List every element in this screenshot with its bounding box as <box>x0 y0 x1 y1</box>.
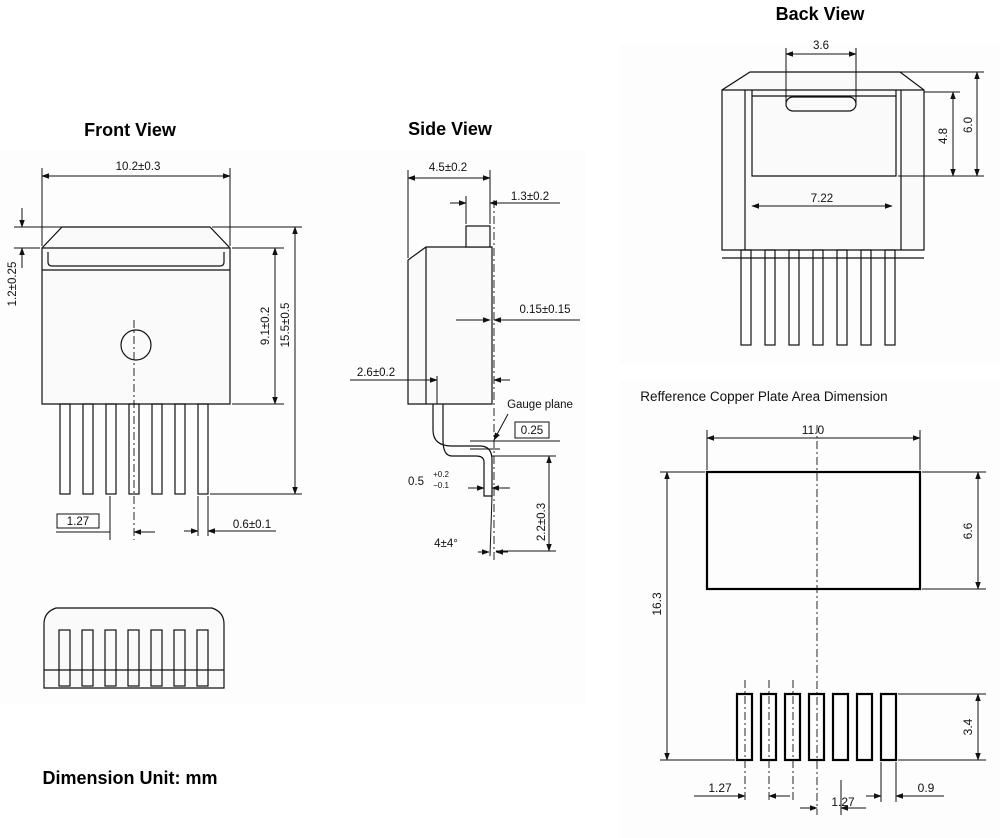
side-package-outline <box>407 225 493 497</box>
copper-title: Refference Copper Plate Area Dimension <box>640 389 887 404</box>
copper-pitch1-label: 1.27 <box>708 781 732 795</box>
copper-lead-width-label: 0.9 <box>918 781 935 795</box>
side-tab-label: 1.3±0.2 <box>511 191 549 203</box>
side-foot-label: 2.2±0.3 <box>536 503 548 541</box>
front-package-outline <box>41 226 231 405</box>
back-package-outline <box>721 71 925 251</box>
copper-panel <box>620 380 1000 838</box>
side-lead-length-label: 2.6±0.2 <box>357 367 395 379</box>
front-tab-height-label: 1.2±0.25 <box>7 262 19 307</box>
gauge-value-label: 0.25 <box>521 425 543 437</box>
side-thickness-label: 4.5±0.2 <box>429 162 467 174</box>
gauge-plane-label: Gauge plane <box>507 399 573 411</box>
copper-lead-len-label: 3.4 <box>961 718 975 735</box>
gauge-value-box <box>514 421 550 439</box>
front-body-height-label: 9.1±0.2 <box>260 307 272 345</box>
side-lead-thk-minus: −0.1 <box>433 481 449 490</box>
front-view-title: Front View <box>84 120 177 140</box>
front-bottom-view <box>43 607 225 689</box>
copper-lead-pads <box>735 692 898 762</box>
side-view-title: Side View <box>408 119 493 139</box>
back-slot-label: 3.6 <box>813 40 829 52</box>
copper-total-label: 16.3 <box>650 592 664 616</box>
side-angle-label: 4±4° <box>434 538 458 550</box>
copper-pad-height-label: 6.6 <box>961 522 975 539</box>
copper-main-pad <box>705 470 922 591</box>
back-pad-width-label: 7.22 <box>811 193 833 205</box>
front-pitch-box <box>56 513 100 529</box>
back-h2-label: 6.0 <box>963 117 975 133</box>
side-standoff-label: 0.15±0.15 <box>519 304 570 316</box>
back-view-title: Back View <box>776 4 866 24</box>
side-lead-thk-label: 0.5 <box>408 476 424 488</box>
unit-label: Dimension Unit: mm <box>42 768 217 788</box>
back-h1-label: 4.8 <box>938 128 950 144</box>
front-width-label: 10.2±0.3 <box>116 161 161 173</box>
side-view-panel <box>330 150 585 705</box>
side-lead-thk-plus: +0.2 <box>433 470 449 479</box>
front-lead-width-label: 0.6±0.1 <box>233 519 271 531</box>
copper-width-label: 11.0 <box>802 423 825 437</box>
front-total-height-label: 15.5±0.5 <box>280 303 292 348</box>
front-pitch-label: 1.27 <box>67 516 89 528</box>
copper-pitch2-label: 1.27 <box>831 795 855 809</box>
back-leads <box>722 249 924 346</box>
